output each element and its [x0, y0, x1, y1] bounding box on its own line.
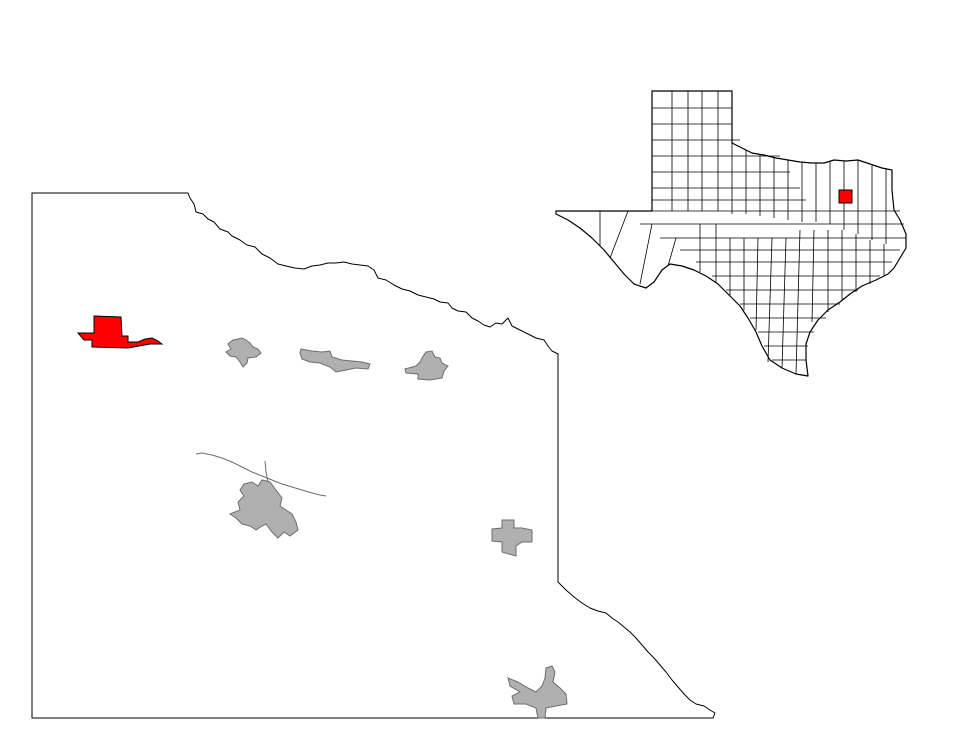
place-grey-5	[491, 519, 533, 557]
texas-county-lines	[599, 91, 906, 375]
county-outline	[31, 192, 716, 719]
highlighted-place-red	[76, 315, 164, 349]
place-grey-6	[507, 665, 568, 719]
place-grey-4	[195, 452, 327, 539]
texas-locator-inset	[555, 90, 907, 377]
place-grey-2	[299, 348, 371, 373]
place-grey-1	[225, 337, 262, 368]
place-grey-3	[404, 350, 449, 381]
highlighted-county-red	[838, 189, 853, 204]
texas-state-outline	[555, 90, 907, 377]
